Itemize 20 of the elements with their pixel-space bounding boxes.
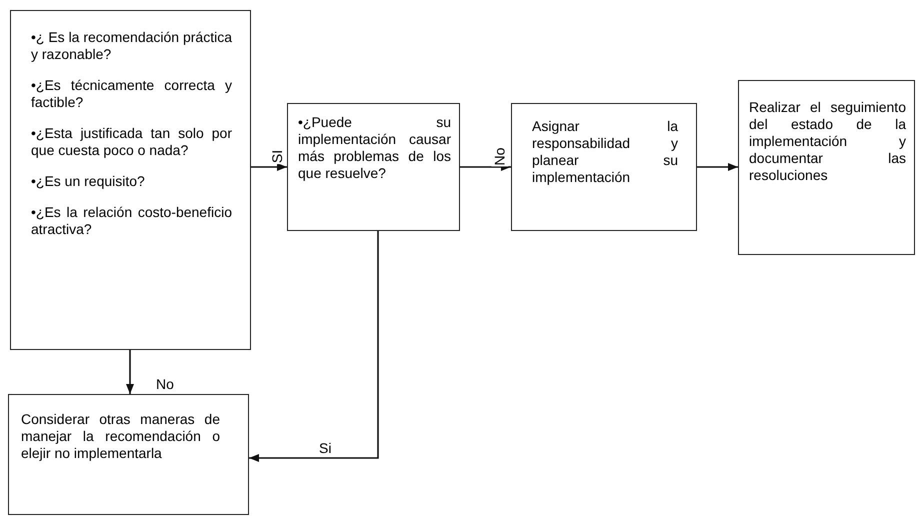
- box-text: •¿Es técnicamente correcta y factible?: [31, 77, 232, 111]
- box-text: Asignar la responsabilidad y planear su implementación: [532, 118, 678, 186]
- arrow: [460, 163, 511, 171]
- edge-label: No: [491, 146, 508, 166]
- box-text: •¿ Es la recomendación práctica y razonable?: [31, 29, 232, 63]
- arrow: [249, 231, 379, 462]
- process-box: [8, 394, 249, 515]
- process-box: [287, 103, 460, 231]
- arrow: [251, 163, 287, 171]
- box-text: •¿Esta justificada tan solo por que cuesta poco o nada?: [31, 125, 232, 159]
- process-box: [511, 103, 697, 231]
- arrow: [126, 350, 134, 394]
- box-text: Realizar el seguimiento del estado de la implementación y documentar las resoluciones: [749, 99, 906, 184]
- process-box: [10, 10, 251, 350]
- process-box: [738, 80, 915, 255]
- box-text: •¿Es un requisito?: [31, 173, 146, 190]
- box-text: •¿Es la relación costo-beneficio atractiva?: [31, 204, 232, 238]
- box-text: Considerar otras maneras de manejar la recomendación o elejir no implementarla: [21, 411, 220, 462]
- arrow: [697, 163, 738, 171]
- box-text: •¿Puede su implementación causar más problemas de los que resuelve?: [298, 114, 451, 182]
